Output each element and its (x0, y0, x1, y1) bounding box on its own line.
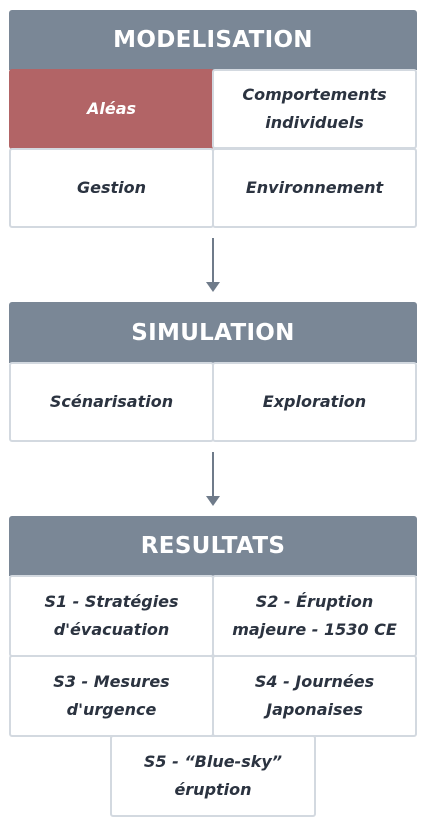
modelisation-item-aleas: Aléas (9, 69, 214, 149)
simulation-header: SIMULATION (9, 302, 417, 363)
down-arrow-icon (203, 452, 223, 507)
resultats-item-s3: S3 - Mesures d'urgence (9, 655, 214, 737)
simulation-item-scenarisation: Scénarisation (9, 362, 214, 442)
resultats-item-s3-label: S3 - Mesures d'urgence (53, 672, 170, 719)
resultats-item-s5: S5 - “Blue-sky” éruption (110, 735, 316, 817)
resultats-item-s4: S4 - Journées Japonaises (212, 655, 417, 737)
resultats-item-s5-label: S5 - “Blue-sky” éruption (143, 752, 283, 799)
resultats-item-s2: S2 - Éruption majeure - 1530 CE (212, 575, 417, 657)
modelisation-item-environnement: Environnement (212, 148, 417, 228)
resultats-item-s2-label: S2 - Éruption majeure - 1530 CE (232, 592, 397, 639)
modelisation-item-comportements-label: Comportements individuels (242, 85, 387, 132)
resultats-item-s1-label: S1 - Stratégies d'évacuation (44, 592, 179, 639)
simulation-item-exploration: Exploration (212, 362, 417, 442)
modelisation-item-comportements: Comportements individuels (212, 69, 417, 149)
resultats-item-s1: S1 - Stratégies d'évacuation (9, 575, 214, 657)
resultats-header: RESULTATS (9, 516, 417, 576)
modelisation-item-gestion: Gestion (9, 148, 214, 228)
down-arrow-icon (203, 238, 223, 293)
resultats-item-s4-label: S4 - Journées Japonaises (254, 672, 375, 719)
modelisation-header: MODELISATION (9, 10, 417, 70)
